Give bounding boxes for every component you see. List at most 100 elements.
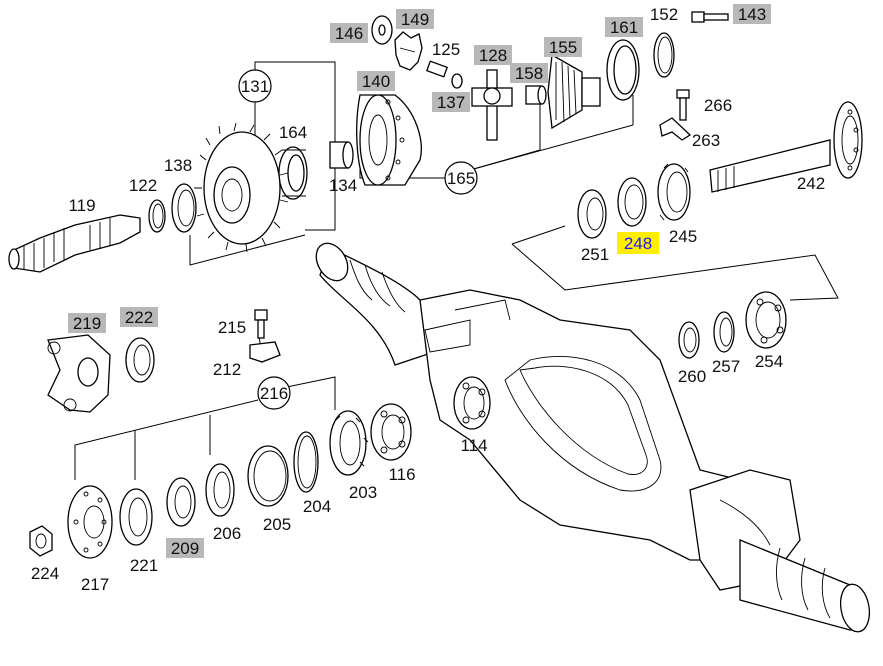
- part-label-263[interactable]: 263: [692, 131, 720, 150]
- part-label-216: 216: [260, 384, 288, 403]
- shaft-119[interactable]: [8, 214, 141, 273]
- ring-204[interactable]: [293, 431, 319, 493]
- axle-housing: [315, 242, 871, 633]
- flange-217[interactable]: [67, 485, 113, 559]
- part-label-251[interactable]: 251: [581, 245, 609, 264]
- label-222[interactable]: 222: [120, 307, 158, 327]
- label-158[interactable]: 158: [510, 63, 548, 83]
- label-137[interactable]: 137: [432, 92, 470, 112]
- nut-260[interactable]: [678, 321, 700, 359]
- pin-125[interactable]: [425, 60, 449, 78]
- axle-shaft-242[interactable]: [709, 101, 863, 193]
- spider-cross-128[interactable]: [471, 69, 513, 141]
- seal-222[interactable]: [125, 337, 155, 383]
- part-label-158: 158: [515, 64, 543, 83]
- callout-216[interactable]: 216: [257, 376, 291, 410]
- spider-gear-149[interactable]: [394, 31, 423, 71]
- part-label-222: 222: [125, 308, 153, 327]
- bevel-gear-155[interactable]: [547, 53, 601, 130]
- ring-gear-131[interactable]: [194, 122, 289, 253]
- seal-221[interactable]: [119, 488, 153, 546]
- bearing-164[interactable]: [278, 146, 308, 200]
- part-label-254[interactable]: 254: [755, 352, 783, 371]
- seal-209[interactable]: [166, 477, 196, 527]
- washer-146[interactable]: [371, 15, 393, 45]
- part-label-149: 149: [401, 10, 429, 29]
- part-label-260[interactable]: 260: [678, 367, 706, 386]
- part-label-143: 143: [738, 5, 766, 24]
- part-label-164[interactable]: 164: [279, 123, 307, 142]
- slotted-nut-245[interactable]: [657, 163, 691, 221]
- part-label-215[interactable]: 215: [218, 318, 246, 337]
- part-label-138[interactable]: 138: [164, 156, 192, 175]
- label-219[interactable]: 219: [68, 313, 106, 333]
- snap-ring-122[interactable]: [148, 199, 166, 233]
- part-label-221[interactable]: 221: [130, 556, 158, 575]
- lock-plate-263[interactable]: [659, 117, 692, 141]
- ring-161[interactable]: [606, 39, 640, 101]
- ring-137[interactable]: [451, 73, 463, 89]
- bearing-114[interactable]: [453, 376, 491, 430]
- part-label-212[interactable]: 212: [213, 360, 241, 379]
- bushing-134[interactable]: [329, 141, 354, 169]
- part-label-165: 165: [447, 169, 475, 188]
- label-128[interactable]: 128: [474, 45, 512, 65]
- ring-206[interactable]: [205, 463, 235, 517]
- ring-248[interactable]: [617, 177, 647, 227]
- part-label-224[interactable]: 224: [31, 564, 59, 583]
- bolt-215[interactable]: [254, 309, 268, 339]
- part-label-128: 128: [479, 46, 507, 65]
- part-label-134[interactable]: 134: [329, 176, 357, 195]
- ring-152[interactable]: [653, 32, 675, 78]
- part-label-152[interactable]: 152: [650, 5, 678, 24]
- bearing-203[interactable]: [329, 410, 369, 476]
- label-143[interactable]: 143: [733, 4, 771, 24]
- callout-165[interactable]: 165: [444, 161, 478, 195]
- part-label-206[interactable]: 206: [213, 524, 241, 543]
- ring-205[interactable]: [247, 445, 289, 507]
- label-209[interactable]: 209: [166, 538, 204, 558]
- part-label-125[interactable]: 125: [432, 40, 460, 59]
- part-label-137: 137: [437, 93, 465, 112]
- bolt-266[interactable]: [676, 89, 690, 121]
- part-label-114[interactable]: 114: [460, 436, 487, 455]
- part-label-266[interactable]: 266: [704, 96, 732, 115]
- part-label-146: 146: [335, 24, 363, 43]
- lock-plate-212[interactable]: [249, 341, 281, 363]
- part-label-205[interactable]: 205: [263, 515, 291, 534]
- bushing-158[interactable]: [525, 85, 547, 105]
- part-label-203[interactable]: 203: [349, 483, 377, 502]
- seal-251[interactable]: [577, 189, 607, 239]
- label-149[interactable]: 149: [396, 9, 434, 29]
- part-label-245[interactable]: 245: [669, 227, 697, 246]
- part-label-242[interactable]: 242: [797, 174, 825, 193]
- part-label-119[interactable]: 119: [68, 196, 95, 215]
- part-label-204[interactable]: 204: [303, 497, 331, 516]
- part-label-219: 219: [73, 314, 101, 333]
- bolt-143[interactable]: [691, 11, 729, 23]
- ring-257[interactable]: [713, 311, 735, 353]
- part-label-155: 155: [549, 38, 577, 57]
- label-161[interactable]: 161: [605, 17, 643, 37]
- part-label-161: 161: [610, 18, 638, 37]
- label-155[interactable]: 155: [544, 37, 582, 57]
- part-label-116[interactable]: 116: [388, 465, 415, 484]
- part-label-131: 131: [241, 77, 269, 96]
- differential-case-140[interactable]: [356, 94, 422, 186]
- label-140[interactable]: 140: [357, 71, 395, 91]
- part-label-122[interactable]: 122: [129, 176, 157, 195]
- yoke-219[interactable]: [47, 334, 111, 413]
- part-label-209: 209: [171, 539, 199, 558]
- callout-131[interactable]: 131: [238, 69, 272, 103]
- ring-138[interactable]: [171, 183, 197, 233]
- nut-224[interactable]: [29, 525, 53, 557]
- part-label-248: 248: [624, 234, 652, 253]
- bearing-116[interactable]: [370, 403, 412, 461]
- part-label-217[interactable]: 217: [81, 575, 109, 594]
- part-label-140: 140: [362, 72, 390, 91]
- label-146[interactable]: 146: [330, 23, 368, 43]
- label-248-selected[interactable]: 248: [617, 232, 659, 254]
- bearing-254[interactable]: [745, 291, 787, 349]
- part-label-257[interactable]: 257: [712, 357, 740, 376]
